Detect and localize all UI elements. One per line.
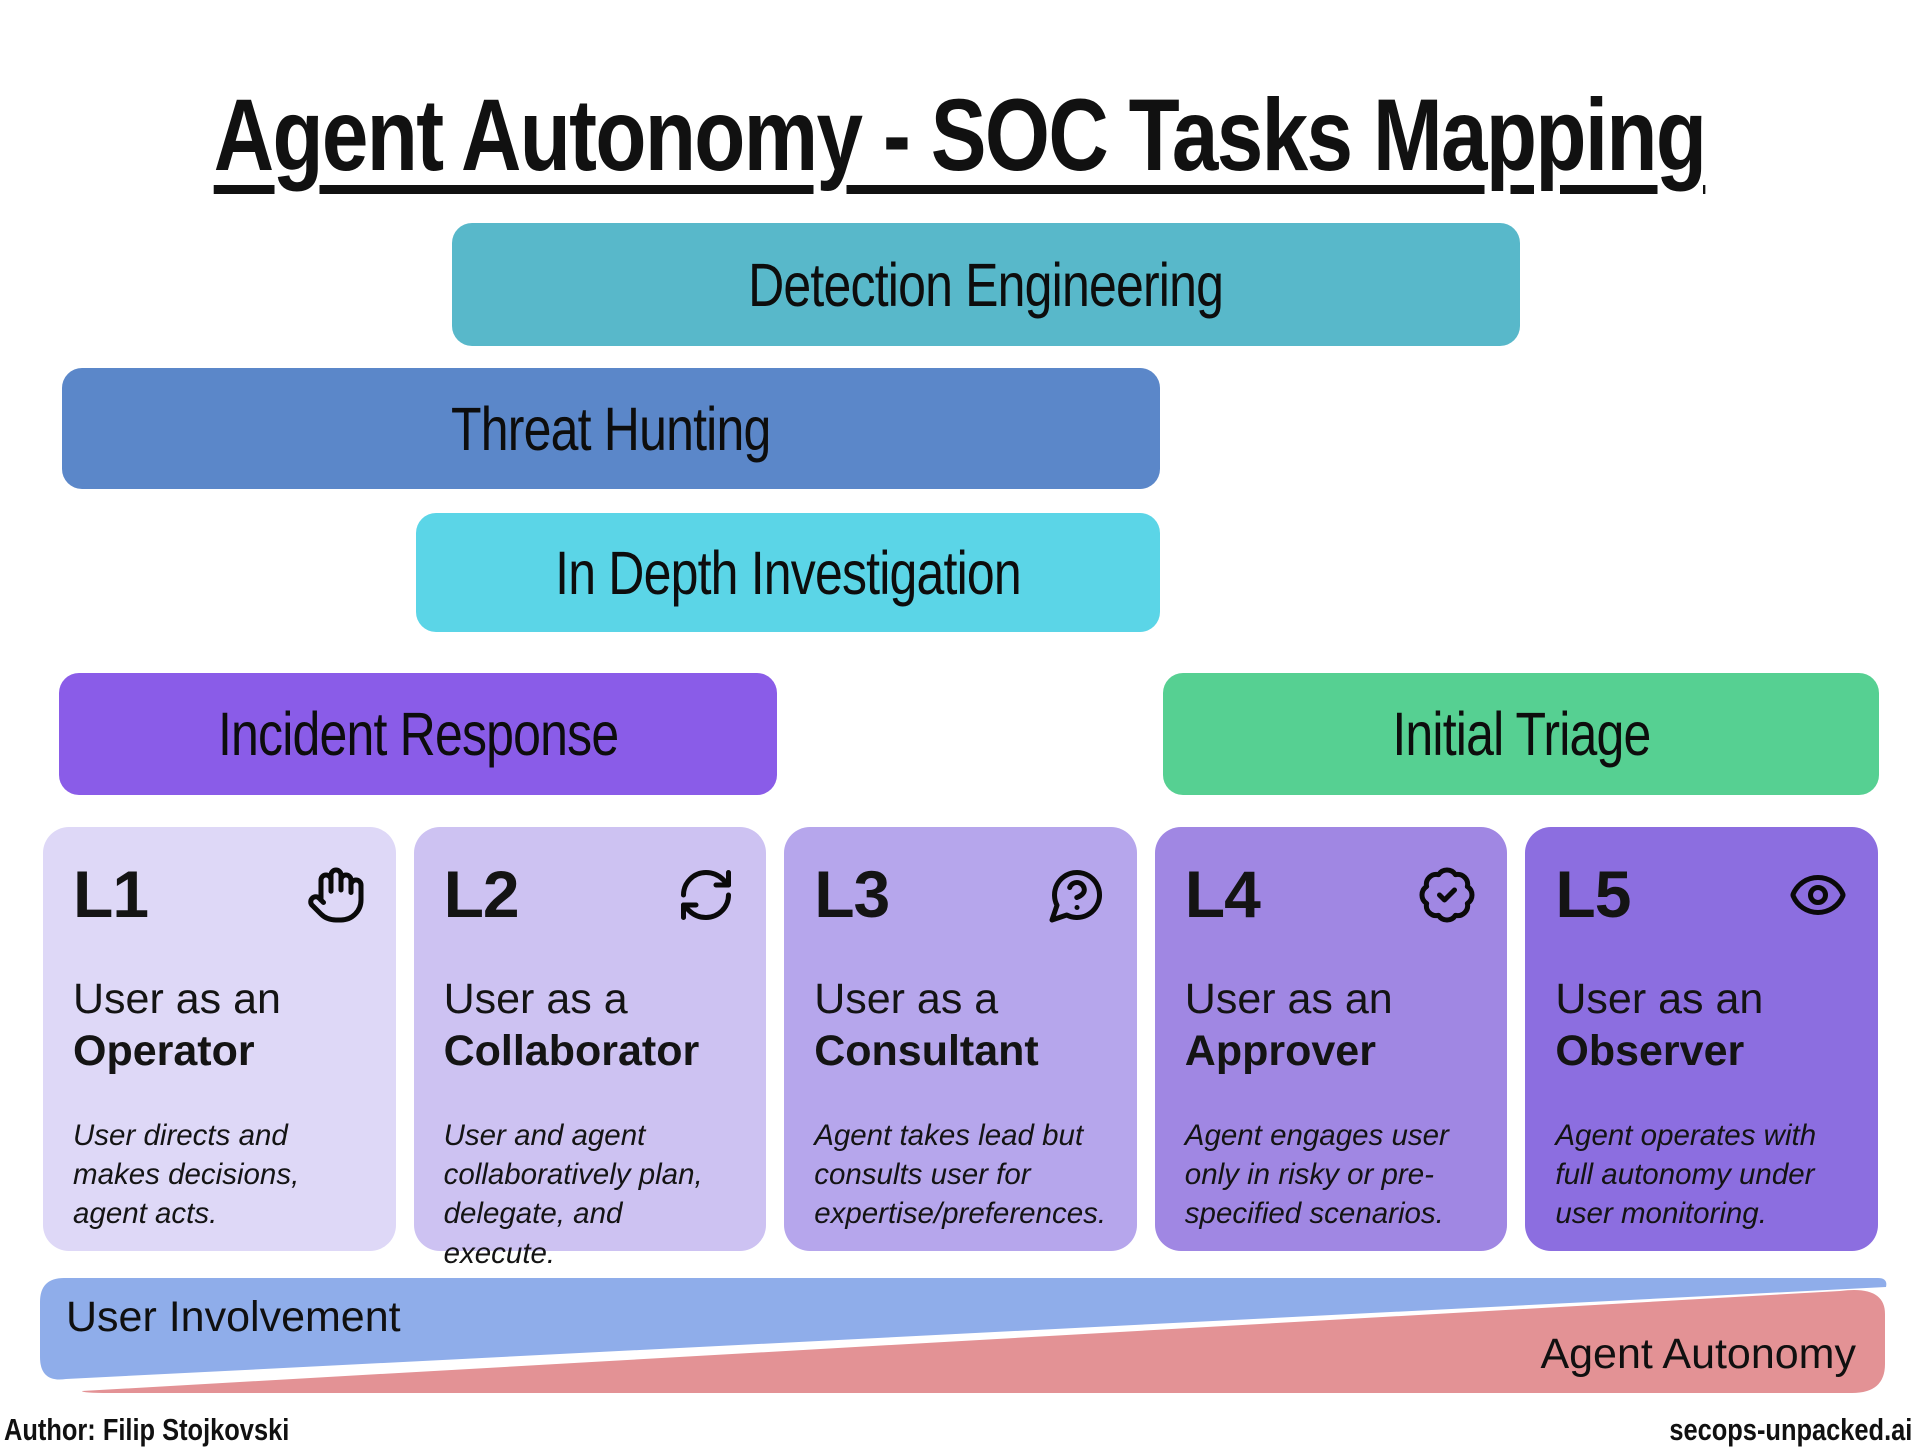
agent-autonomy-wedge (82, 1289, 1885, 1393)
eye-icon (1788, 861, 1848, 925)
level-id: L1 (73, 857, 149, 931)
level-description: User directs and makes decisions, agent … (73, 1118, 300, 1231)
level-id: L5 (1555, 857, 1631, 931)
card-header: L1 (73, 861, 366, 927)
question-bubble-icon (1047, 861, 1107, 925)
task-bar-label: In Depth Investigation (555, 538, 1022, 607)
task-bar-in-depth-investigation: In Depth Investigation (416, 513, 1160, 632)
role-name: Operator (73, 1027, 255, 1076)
role-name: Collaborator (443, 1027, 700, 1076)
task-bar-detection-engineering: Detection Engineering (452, 223, 1520, 346)
sync-arrows-icon (676, 861, 736, 925)
role-prefix: User as an (1184, 975, 1393, 1023)
level-id: L2 (443, 857, 520, 931)
user-involvement-label: User Involvement (66, 1293, 401, 1341)
level-description: Agent engages user only in risky or pre-… (1184, 1118, 1449, 1231)
level-id: L4 (1184, 857, 1261, 931)
task-bar-label: Initial Triage (1391, 700, 1651, 768)
role-name: Consultant (814, 1027, 1039, 1076)
card-header: L2 (444, 861, 737, 927)
level-description: Agent operates with full autonomy under … (1555, 1118, 1817, 1231)
site-credit: secops-unpacked.ai (1616, 1412, 1912, 1448)
task-bar-threat-hunting: Threat Hunting (62, 368, 1160, 489)
level-description: Agent takes lead but consults user for e… (814, 1118, 1107, 1231)
task-bar-label: Incident Response (217, 700, 619, 768)
role-prefix: User as a (443, 975, 628, 1023)
level-description: User and agent collaboratively plan, del… (443, 1118, 703, 1270)
task-bar-label: Detection Engineering (748, 250, 1225, 319)
task-bar-incident-response: Incident Response (59, 673, 777, 795)
badge-check-icon (1417, 861, 1477, 925)
role-name: Observer (1555, 1027, 1745, 1076)
author-credit-text: Author: Filip Stojkovski (4, 1412, 290, 1447)
card-header: L5 (1555, 861, 1848, 927)
card-header: L4 (1185, 861, 1478, 927)
hand-icon (306, 861, 366, 925)
site-credit-text: secops-unpacked.ai (1668, 1412, 1912, 1447)
card-header: L3 (814, 861, 1107, 927)
role-prefix: User as a (814, 975, 999, 1023)
author-credit: Author: Filip Stojkovski (4, 1412, 352, 1448)
role-prefix: User as an (1555, 975, 1764, 1023)
role-prefix: User as an (73, 975, 281, 1023)
user-involvement-wedge (40, 1278, 1887, 1380)
role-name: Approver (1184, 1027, 1376, 1076)
page-title: Agent Autonomy - SOC Tasks Mapping (0, 82, 1920, 189)
task-bar-label: Threat Hunting (451, 394, 771, 463)
level-id: L3 (814, 857, 890, 931)
task-bar-initial-triage: Initial Triage (1163, 673, 1879, 795)
page-title-text: Agent Autonomy - SOC Tasks Mapping (214, 78, 1707, 193)
agent-autonomy-label: Agent Autonomy (1540, 1330, 1856, 1378)
spectrum-band (40, 1278, 1887, 1393)
